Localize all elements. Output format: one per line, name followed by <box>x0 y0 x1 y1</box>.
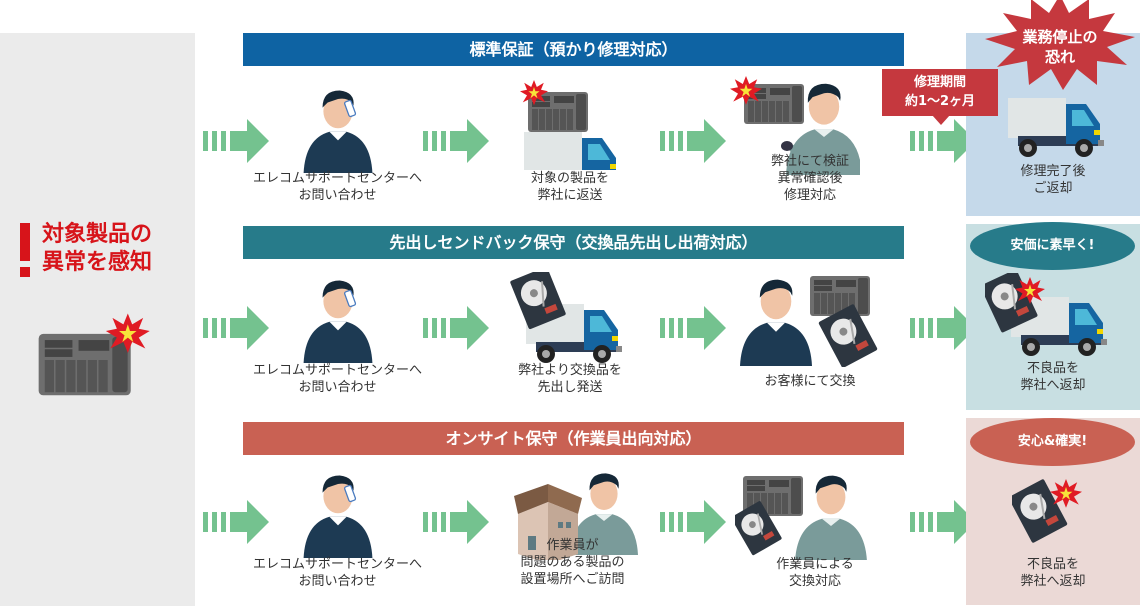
section-header-onsite: オンサイト保守（作業員出向対応） <box>243 422 904 455</box>
defective-hdd-icon <box>1012 477 1082 545</box>
result-label: 修理完了後ご返却 <box>1020 164 1086 196</box>
truck-with-hdd-icon <box>508 272 622 363</box>
step-label: エレコムサポートセンターへお問い合わせ <box>252 557 422 589</box>
customer-replace-icon <box>740 276 879 367</box>
worker-replace-icon <box>735 475 867 560</box>
warning-text: 業務停止の恐れ <box>1022 28 1098 66</box>
warning-burst-icon <box>985 0 1135 90</box>
step-label: 弊社にて検証異常確認後修理対応 <box>770 154 849 203</box>
section-header-sendback: 先出しセンドバック保守（交換品先出し出荷対応） <box>243 226 904 259</box>
alert-line-1: 対象製品の <box>42 222 153 247</box>
step-label: 弊社より交換品を先出し発送 <box>518 363 622 395</box>
truck-with-nas-icon <box>520 80 620 170</box>
alert-title: 対象製品の 異常を感知 <box>42 221 152 277</box>
arrow-icon <box>423 500 489 544</box>
person-phone-icon <box>303 90 373 173</box>
repair-period-callout: 修理期間約1〜2ヶ月 <box>882 69 998 125</box>
arrow-icon <box>423 306 489 350</box>
arrow-icon <box>660 119 726 163</box>
person-phone-icon <box>303 280 373 363</box>
step-label: エレコムサポートセンターへお問い合わせ <box>252 171 422 203</box>
person-phone-icon <box>303 475 373 558</box>
section-header-standard: 標準保証（預かり修理対応） <box>243 33 904 66</box>
truck-icon <box>1008 98 1104 157</box>
result-label: 不良品を弊社へ返却 <box>1020 557 1086 589</box>
alert-line-2: 異常を感知 <box>42 250 153 275</box>
arrow-icon <box>203 119 269 163</box>
step-label: 作業員による交換対応 <box>776 557 854 589</box>
step-label: エレコムサポートセンターへお問い合わせ <box>252 363 422 395</box>
arrow-icon <box>203 500 269 544</box>
alert-burst-icon <box>105 313 150 353</box>
arrow-icon <box>423 119 489 163</box>
result-label: 不良品を弊社へ返却 <box>1020 361 1086 393</box>
nas-device-icon <box>38 313 150 396</box>
badge-fast-cheap: 安価に素早く! <box>970 222 1135 270</box>
step-label: 対象の製品を弊社に返送 <box>530 171 609 203</box>
step-label: お客様にて交換 <box>764 374 856 389</box>
left-panel <box>0 33 195 606</box>
step-label: 作業員が問題のある製品の設置場所へご訪問 <box>520 538 625 587</box>
arrow-icon <box>660 306 726 350</box>
exclamation-icon <box>20 223 32 278</box>
hdd-truck-icon <box>985 273 1107 356</box>
arrow-icon <box>203 306 269 350</box>
technician-inspect-icon <box>730 76 860 175</box>
arrow-icon <box>660 500 726 544</box>
badge-safe-sure: 安心&確実! <box>970 418 1135 466</box>
